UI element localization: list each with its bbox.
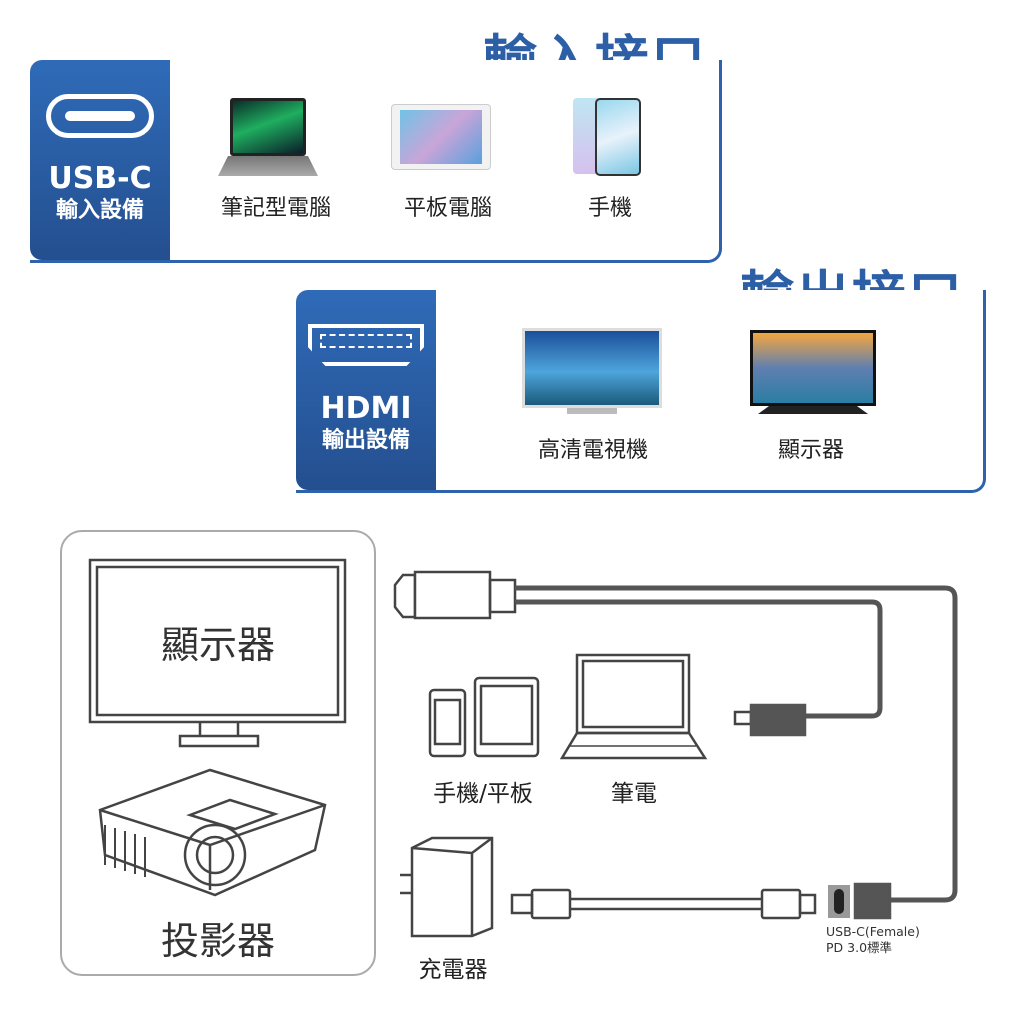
mobile-phone-icon (428, 688, 467, 758)
usb-c-port-icon (46, 94, 154, 138)
tablet-icon (391, 104, 491, 170)
laptop-icon (218, 98, 318, 178)
usb-c-female-port-icon (828, 882, 892, 920)
laptop-label: 筆電 (611, 781, 657, 807)
charger-icon (400, 836, 494, 938)
phone-icon (573, 98, 641, 176)
device-label: 手機 (587, 196, 633, 221)
laptop-outline-icon (559, 653, 708, 760)
usb-a-plug-icon (733, 703, 807, 737)
device-label: 顯示器 (777, 438, 845, 463)
projector-label: 投影器 (160, 919, 276, 963)
display-label: 顯示器 (160, 623, 276, 667)
monitor-icon (750, 330, 876, 416)
port-label-line1: USB-C(Female) (826, 924, 920, 939)
input-card: USB-C 輸入設備 (30, 60, 722, 263)
hdmi-connector-icon (393, 570, 517, 620)
usb-c-cable-icon (510, 888, 817, 920)
panel-title: HDMI (320, 391, 412, 426)
hdmi-panel: HDMI 輸出設備 (296, 290, 436, 490)
panel-subtitle: 輸出設備 (321, 428, 410, 453)
cable (515, 585, 958, 903)
projector-icon (98, 768, 327, 897)
tablet-outline-icon (473, 676, 540, 758)
device-label: 平板電腦 (403, 196, 493, 221)
usb-c-panel: USB-C 輸入設備 (30, 60, 170, 260)
display-monitor-icon (88, 558, 347, 748)
cable (515, 599, 883, 719)
display-devices-box (60, 530, 376, 976)
panel-title: USB-C (48, 161, 152, 196)
panel-subtitle: 輸入設備 (55, 198, 144, 223)
tv-icon (522, 328, 662, 416)
charger-label: 充電器 (418, 957, 488, 983)
hdmi-port-icon (308, 324, 424, 366)
device-label: 高清電視機 (537, 438, 649, 463)
mobile-label: 手機/平板 (433, 781, 533, 807)
port-label-line2: PD 3.0標準 (826, 940, 893, 955)
device-label: 筆記型電腦 (220, 196, 332, 221)
port-label: USB-C(Female) PD 3.0標準 (826, 924, 920, 956)
